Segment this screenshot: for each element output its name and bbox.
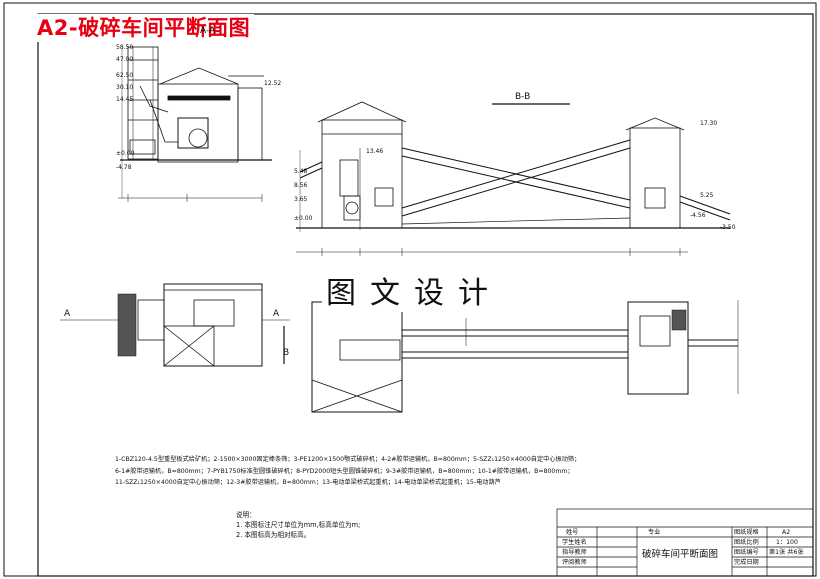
elevation-mark: 30.10 [116, 84, 134, 91]
tb-right-value: 1：100 [776, 539, 798, 546]
elevation-mark: -3.50 [720, 224, 736, 231]
plan-view-right [311, 300, 739, 413]
title-block-frame [556, 508, 814, 577]
tb-drawing-title: 破碎车间平断面图 [642, 549, 719, 560]
tb-row-label: 学生姓名 [562, 539, 587, 546]
legend-line: 11-SZZ₁1250×4000自定中心振动筛；12-3#胶带运输机，B=800… [115, 479, 501, 486]
tb-row-label: 指导教师 [562, 549, 587, 556]
elevation-mark: ±0.00 [294, 215, 313, 222]
elevation-mark: -4.78 [116, 164, 132, 171]
elevation-mark: 5.25 [700, 192, 714, 199]
elevation-mark: 8.56 [294, 182, 308, 189]
elevation-mark: 14.45 [116, 96, 134, 103]
note-item: 1. 本图标注尺寸单位为mm,标高单位为m; [236, 521, 361, 529]
plan-left-a-label: A [64, 309, 71, 319]
elevation-mark: 13.46 [366, 148, 384, 155]
elevation-mark: ±0.00 [116, 150, 135, 157]
section-bb-label: B-B [515, 92, 531, 102]
tb-row-label: 姓号 [566, 529, 579, 536]
legend-line: 1-CBZ120-4.5型重型板式给矿机；2-1500×3000固定棒条筛；3-… [115, 456, 581, 463]
watermark-text: 图文设计 [322, 268, 506, 312]
elevation-mark: 17.30 [700, 120, 718, 127]
elevation-mark: 5.48 [294, 168, 308, 175]
drawing-title-tag: A2-破碎车间平断面图 [33, 14, 255, 42]
notes-block: 说明： 1. 本图标注尺寸单位为mm,标高单位为m; 2. 本图标高为相对标高。 [236, 510, 360, 540]
inner-frame [37, 13, 814, 577]
plan-view-left [60, 283, 290, 367]
elevation-mark: 12.52 [264, 80, 282, 87]
tb-right-label: 完成日期 [734, 559, 759, 566]
tb-row-label: 评阅教师 [562, 559, 587, 566]
tb-right-label: 图纸比例 [734, 539, 759, 546]
tb-major-label: 专业 [648, 529, 661, 536]
legend-line: 6-1#胶带运输机，B=800mm；7-PYB1750标准型圆锥破碎机；8-PY… [115, 467, 574, 475]
section-bb-drawing [296, 101, 731, 256]
tb-right-value: A2 [782, 529, 791, 536]
note-item: 2. 本图标高为相对标高。 [236, 531, 311, 539]
tb-right-label: 图纸规格 [734, 529, 759, 536]
elevation-mark: 62.50 [116, 72, 134, 79]
tb-right-label: 图纸编号 [734, 549, 759, 556]
equipment-legend: 1-CBZ120-4.5型重型板式给矿机；2-1500×3000固定棒条筛；3-… [115, 454, 580, 489]
section-aa-drawing [118, 32, 272, 202]
notes-heading: 说明： [236, 511, 256, 519]
elevation-mark: 58.50 [116, 44, 134, 51]
plan-right-a-label: A [273, 309, 280, 319]
elevation-mark: 47.00 [116, 56, 134, 63]
section-aa-label: A-A [200, 26, 216, 36]
elevation-mark: -4.56 [690, 212, 706, 219]
elevation-mark: 3.65 [294, 196, 308, 203]
plan-left-b-label: B [283, 348, 290, 358]
tb-right-value: 第1张 共6张 [769, 549, 804, 556]
